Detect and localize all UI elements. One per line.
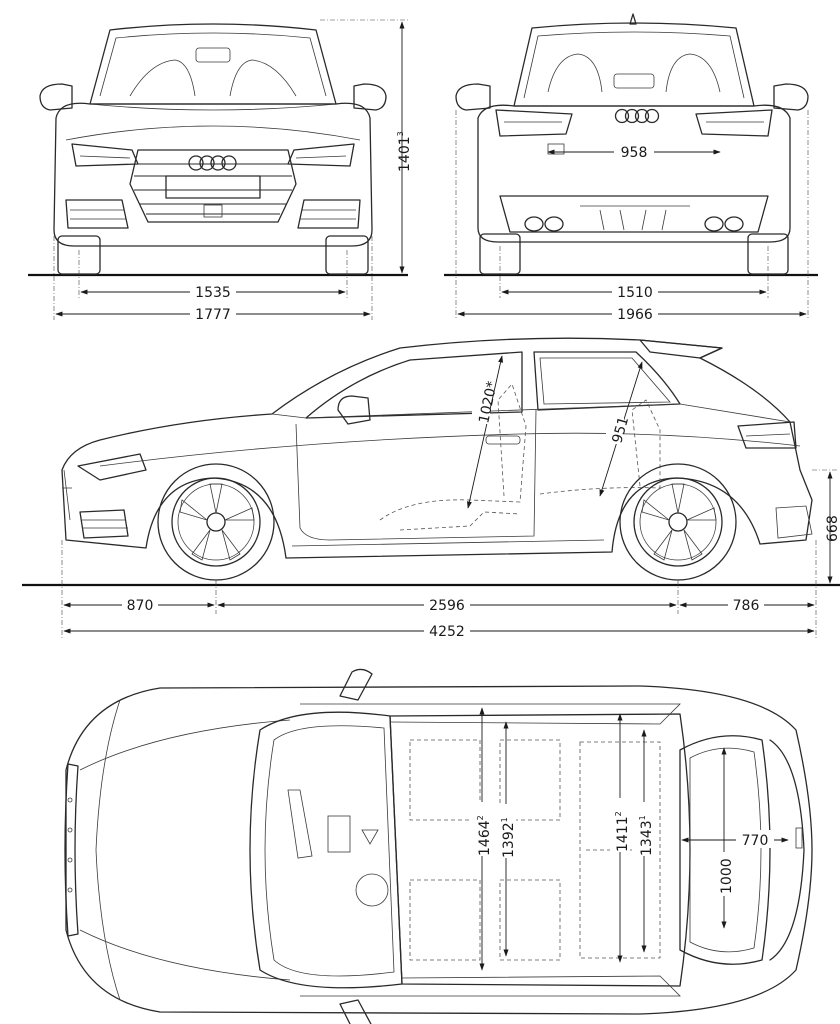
- front-headroom-dimension: [466, 355, 504, 509]
- rear-view: 958 1510 1966: [444, 13, 818, 323]
- roof-antenna: [629, 13, 637, 25]
- left-exhaust-pipes: [524, 216, 564, 232]
- front-wheel: [157, 463, 275, 581]
- front-windscreen: [89, 23, 337, 105]
- rear-wheel: [619, 463, 737, 581]
- front-rings-logo: [188, 155, 237, 171]
- top-mirror-upper: [339, 668, 373, 701]
- wheelbase-label: 2596: [429, 598, 465, 614]
- rear-left-mirror: [455, 83, 491, 111]
- rear-track-label: 1510: [617, 285, 653, 301]
- rear-right-mirror: [773, 83, 809, 111]
- front-body: [53, 102, 373, 247]
- overall-length-label: 4252: [429, 624, 465, 640]
- top-front-edge: [64, 763, 79, 937]
- right-tail-light: [695, 109, 773, 137]
- boot-width-label: 1000: [719, 858, 735, 894]
- rear-elbow-label: 13431: [638, 815, 655, 856]
- right-air-intake: [297, 199, 361, 229]
- front-shoulder-label: 14642: [476, 815, 493, 856]
- top-view: 14642 13921 14112 13431 770 1000: [64, 668, 813, 1024]
- side-tail-light: [737, 421, 797, 449]
- side-view: 1020* 951 668 870 2596 786 4252: [22, 337, 840, 640]
- top-rear-hatch: [679, 735, 771, 965]
- right-headlight: [287, 143, 355, 167]
- front-left-mirror: [39, 83, 73, 111]
- front-track-label: 1535: [195, 285, 231, 301]
- rear-window: [513, 22, 755, 107]
- front-right-mirror: [353, 83, 387, 111]
- top-windscreen: [249, 711, 403, 989]
- left-headlight: [71, 143, 139, 167]
- front-height-label: 14013: [396, 131, 413, 172]
- right-exhaust-pipes: [704, 216, 744, 232]
- boot-depth-label: 770: [742, 833, 769, 849]
- side-front-intake: [79, 509, 129, 539]
- rear-rings-logo: [614, 108, 660, 124]
- rear-headroom-label: 951: [609, 415, 632, 445]
- rear-diffuser: [499, 195, 769, 233]
- door-handle: [485, 435, 521, 445]
- left-tail-light: [495, 109, 573, 137]
- front-grille: [129, 149, 297, 223]
- front-overhang-label: 870: [127, 598, 154, 614]
- tailgate-width-label: 958: [621, 145, 648, 161]
- roof-spoiler: [639, 339, 723, 359]
- rear-width-label: 1966: [617, 307, 653, 323]
- left-air-intake: [65, 199, 129, 229]
- side-mirror: [337, 395, 371, 425]
- top-mirror-lower: [339, 999, 372, 1024]
- side-headlight: [77, 453, 147, 481]
- rear-overhang-height-label: 668: [825, 515, 840, 542]
- rear-quarter-window: [533, 351, 681, 411]
- rear-body: [477, 104, 791, 243]
- front-width-label: 1777: [195, 307, 231, 323]
- top-body-outline: [65, 685, 813, 1015]
- front-view: 14013 1535 1777: [28, 19, 413, 323]
- rear-shoulder-label: 14112: [614, 811, 631, 852]
- rear-overhang-label: 786: [733, 598, 760, 614]
- front-number-plate: [165, 175, 261, 199]
- front-side-window: [305, 351, 523, 419]
- side-body-outline: [61, 337, 813, 559]
- front-elbow-label: 13921: [500, 817, 517, 858]
